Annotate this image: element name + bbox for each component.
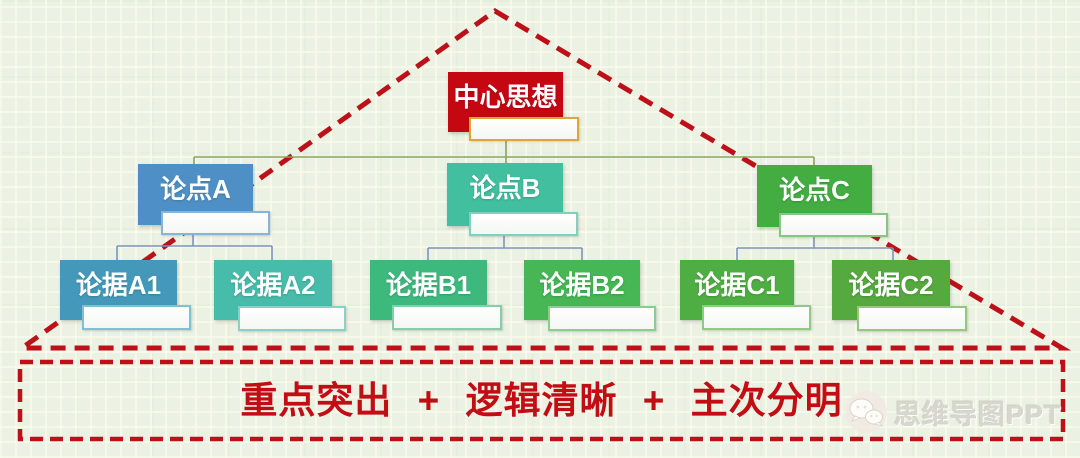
node-point-b-subbox bbox=[469, 212, 578, 236]
dashed-triangle-outline bbox=[14, 8, 1072, 351]
watermark: 思维导图PPT bbox=[843, 387, 1062, 437]
node-evidence-a2: 论据A2 bbox=[214, 260, 346, 331]
node-evidence-c2: 论据C2 bbox=[832, 260, 967, 331]
node-evidence-b1: 论据B1 bbox=[370, 260, 502, 330]
node-evidence-b2: 论据B2 bbox=[524, 260, 656, 331]
slogan-text: 重点突出 + 逻辑清晰 + 主次分明 bbox=[240, 380, 843, 421]
connector-root-to-points bbox=[193, 137, 815, 167]
node-point-c: 论点C bbox=[757, 165, 888, 237]
node-point-c-subbox bbox=[779, 213, 888, 237]
node-evidence-a2-subbox bbox=[238, 306, 346, 331]
node-evidence-c1: 论据C1 bbox=[680, 260, 811, 330]
node-evidence-b2-subbox bbox=[548, 306, 656, 331]
watermark-text: 思维导图PPT bbox=[894, 399, 1062, 430]
node-evidence-a1: 论据A1 bbox=[60, 260, 191, 330]
node-evidence-a1-subbox bbox=[82, 305, 191, 330]
dashed-rectangle-outline bbox=[17, 359, 1066, 442]
chat-bubbles-icon bbox=[845, 391, 887, 433]
node-central-idea: 中心思想 bbox=[448, 72, 579, 141]
connector-point-a-to-evidence bbox=[116, 231, 273, 261]
node-evidence-c1-subbox bbox=[702, 305, 811, 330]
node-central-idea-subbox bbox=[469, 117, 579, 141]
connector-point-b-to-evidence bbox=[427, 232, 583, 261]
connector-point-c-to-evidence bbox=[736, 233, 894, 261]
node-point-a: 论点A bbox=[138, 164, 270, 235]
node-evidence-b1-subbox bbox=[392, 305, 502, 330]
node-point-a-subbox bbox=[161, 211, 270, 235]
node-evidence-c2-subbox bbox=[857, 306, 967, 331]
node-point-b: 论点B bbox=[447, 163, 578, 236]
